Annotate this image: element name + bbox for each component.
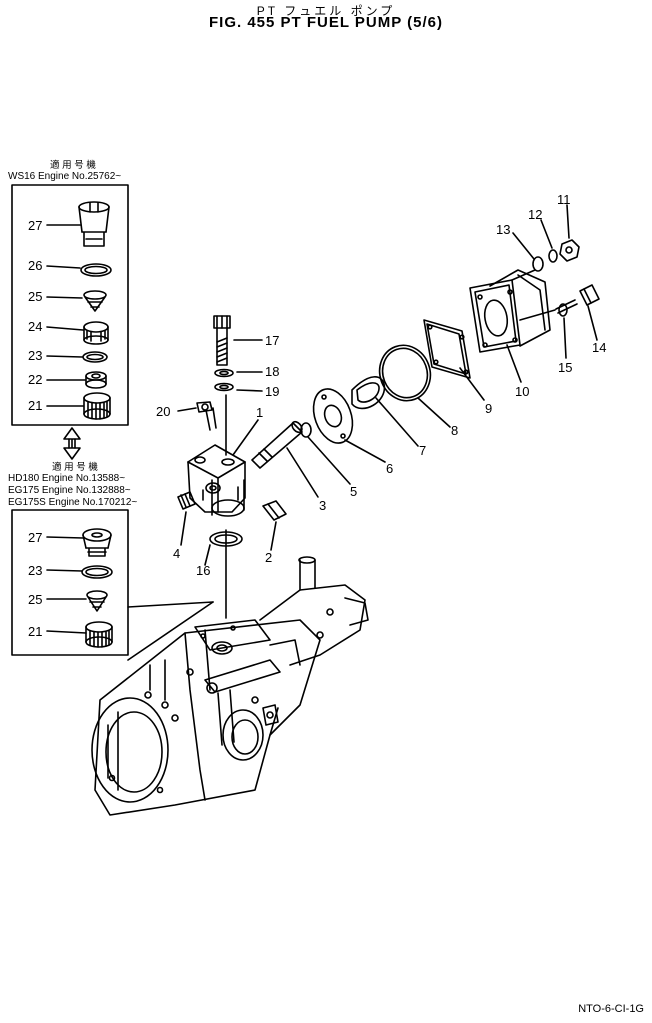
callout-21-lower: 21 (28, 624, 43, 639)
callout-16: 16 (196, 563, 211, 578)
callout-22-upper: 22 (28, 372, 43, 387)
callout-23-upper: 23 (28, 348, 43, 363)
part-20-elbow (197, 402, 216, 430)
callout-14: 14 (592, 340, 607, 355)
part-1-filter-head (188, 445, 245, 516)
callout-26-upper: 26 (28, 258, 43, 273)
callout-9: 9 (485, 401, 493, 416)
callout-10: 10 (515, 384, 530, 399)
part-21-screen (84, 393, 110, 419)
lower-box-heading: 適 用 号 機 (52, 462, 98, 473)
callout-27-upper: 27 (28, 218, 43, 233)
callout-19: 19 (265, 384, 280, 399)
part-8-oring (372, 338, 438, 408)
callout-13: 13 (496, 222, 511, 237)
fuel-pump-housing (92, 557, 368, 815)
callout-6: 6 (386, 461, 394, 476)
lower-variant-box (12, 510, 128, 655)
callout-8: 8 (451, 423, 459, 438)
callout-5: 5 (350, 484, 358, 499)
lower-box-serial-1: HD180 Engine No.13588~ (8, 473, 126, 484)
lower-box-serial-2: EG175 Engine No.132888~ (8, 485, 131, 496)
part-5-oring (301, 423, 311, 437)
callout-23-lower: 23 (28, 563, 43, 578)
part-14-bolt (556, 285, 599, 313)
callout-25-lower: 25 (28, 592, 43, 607)
callout-3: 3 (319, 498, 327, 513)
callout-2: 2 (265, 550, 273, 565)
upper-box-serial: WS16 Engine No.25762~ (8, 171, 122, 182)
part-27-lower (83, 529, 111, 556)
callout-27-lower: 27 (28, 530, 43, 545)
part-13-washer (533, 257, 543, 271)
part-16-gasket (210, 532, 242, 546)
part-4-plug (178, 492, 195, 509)
part-19-washer (215, 384, 233, 391)
part-3-tube (252, 420, 304, 468)
callout-20: 20 (156, 404, 171, 419)
callout-1: 1 (256, 405, 264, 420)
part-12-washer (549, 250, 557, 262)
upper-box-heading: 適 用 号 機 (50, 160, 96, 171)
upper-variant-box (12, 185, 128, 425)
part-6-plate (307, 384, 360, 449)
part-23-oring (83, 352, 107, 362)
part-21-screen-lower (86, 622, 112, 647)
interchange-arrow (64, 428, 80, 459)
part-15-washer (559, 304, 567, 316)
part-26-oring (81, 264, 111, 276)
part-27-upper (79, 202, 109, 246)
drawing-code: NTO-6-CI-1G (578, 1003, 644, 1015)
part-9-cover (424, 320, 470, 378)
callout-21-upper: 21 (28, 398, 43, 413)
callout-17: 17 (265, 333, 280, 348)
callout-18: 18 (265, 364, 280, 379)
callout-24-upper: 24 (28, 319, 43, 334)
part-23-oring-lower (82, 566, 112, 578)
figure-title: FIG. 455 PT FUEL PUMP (5/6) (209, 14, 443, 31)
part-11-nut (560, 240, 579, 261)
part-10-housing (470, 270, 555, 352)
callout-15: 15 (558, 360, 573, 375)
callout-25-upper: 25 (28, 289, 43, 304)
part-7-gasket (352, 377, 384, 409)
part-2-plug (263, 501, 286, 520)
title-japanese: PT フュエル ポンプ (256, 4, 396, 18)
part-22-seat (86, 372, 106, 388)
part-18-washer (215, 370, 233, 377)
callout-12: 12 (528, 207, 543, 222)
callout-4: 4 (173, 546, 181, 561)
part-24-cup (84, 322, 108, 344)
part-17-bolt (214, 316, 230, 365)
lower-box-serial-3: EG175S Engine No.170212~ (8, 497, 138, 508)
callout-7: 7 (419, 443, 427, 458)
callout-11: 11 (557, 192, 571, 207)
part-25-spring-lower (87, 591, 107, 611)
part-25-spring (84, 291, 106, 311)
